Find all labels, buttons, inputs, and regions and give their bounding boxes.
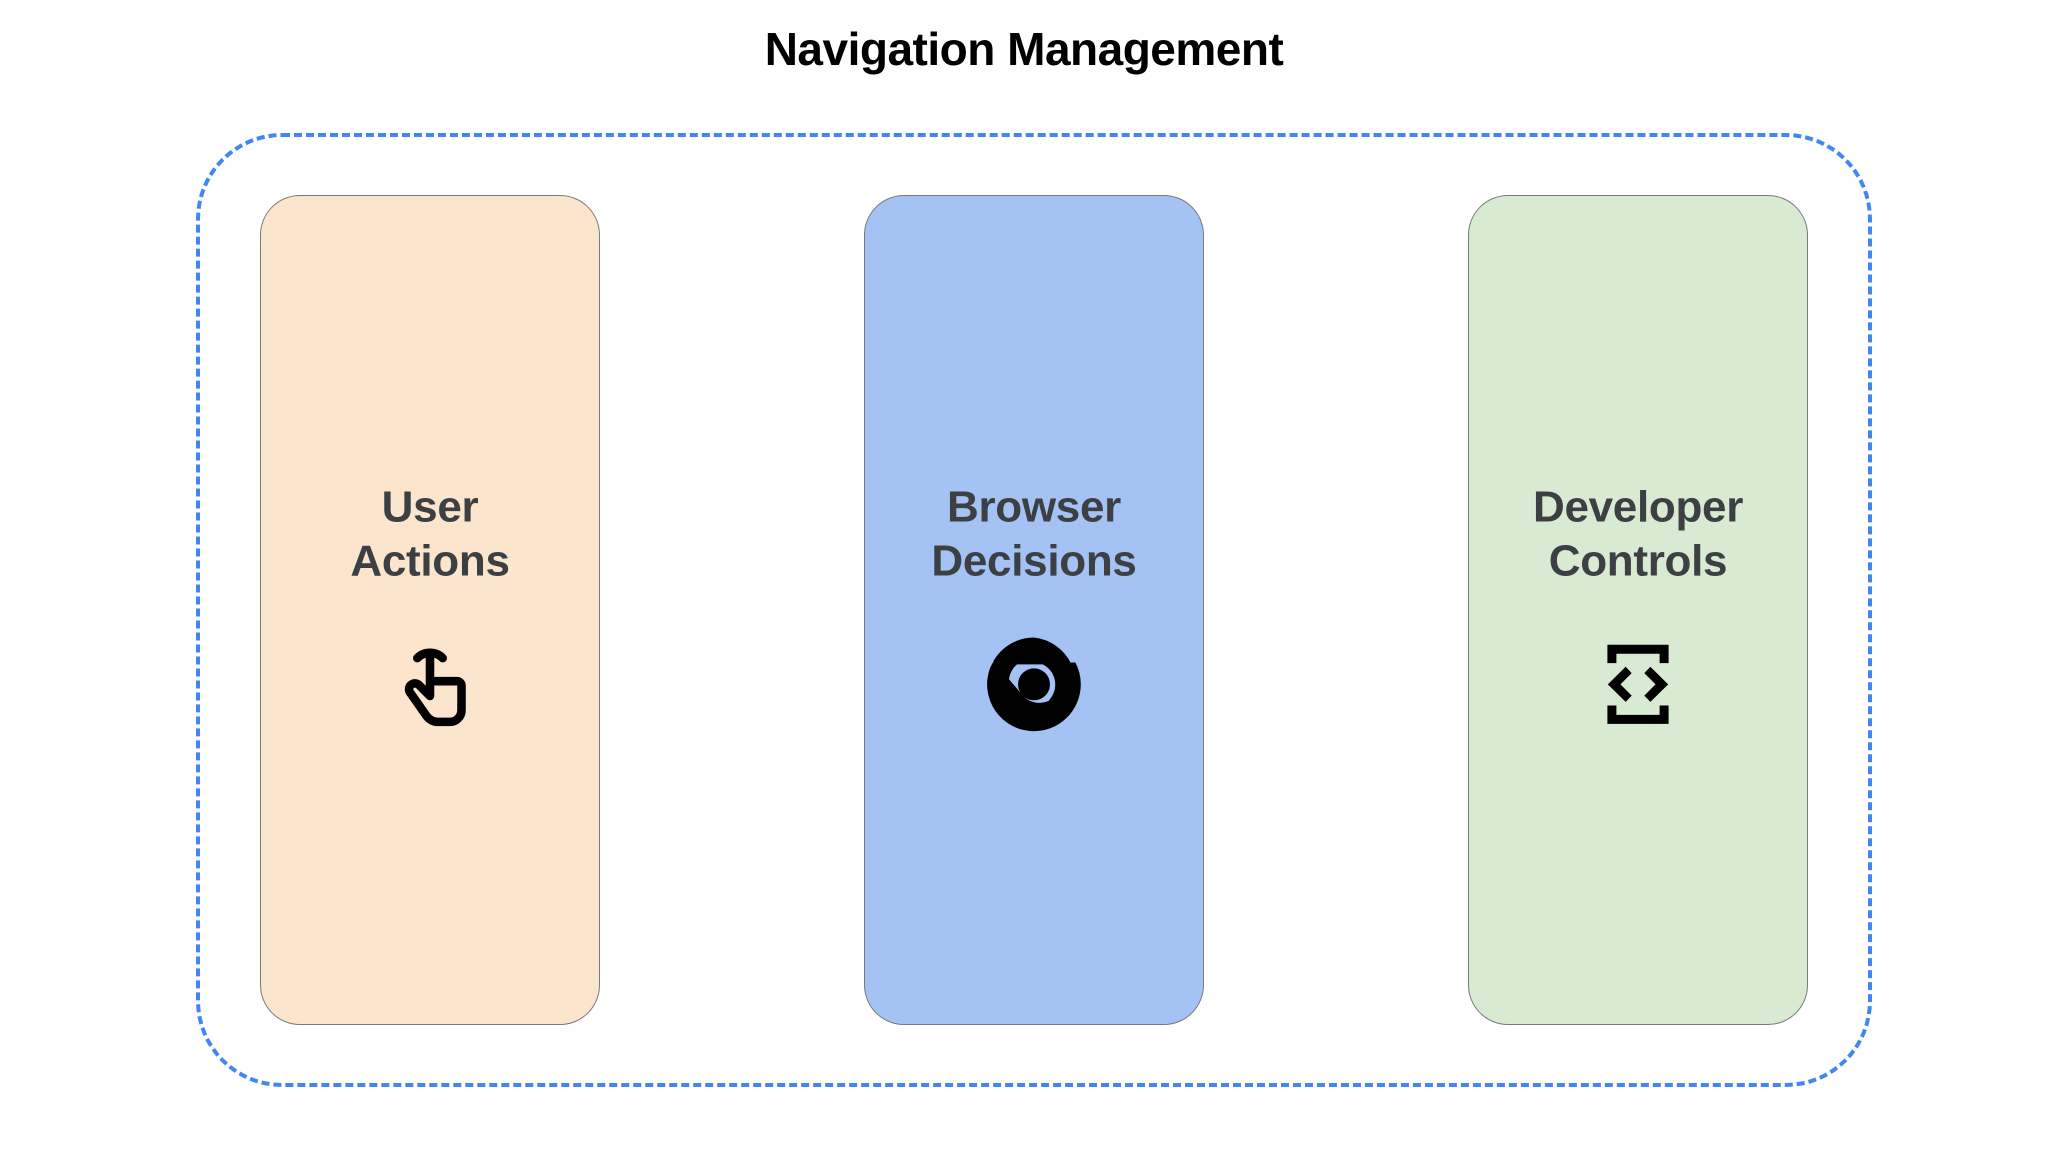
page-title: Navigation Management xyxy=(764,23,1284,75)
chrome-logo-icon xyxy=(979,630,1089,740)
card-label-browser-decisions: Browser Decisions xyxy=(931,482,1137,585)
dashed-group-boundary xyxy=(196,133,1872,1087)
card-content: Developer Controls xyxy=(1469,480,1807,739)
card-label-developer-controls: Developer Controls xyxy=(1532,482,1744,585)
touch-app-icon xyxy=(375,630,485,740)
card-content: Browser Decisions xyxy=(865,480,1203,739)
card-developer-controls[interactable]: Developer Controls xyxy=(1468,195,1808,1025)
cards-row: User Actions Browser Decisions xyxy=(196,133,1872,1087)
card-browser-decisions[interactable]: Browser Decisions xyxy=(864,195,1204,1025)
card-content: User Actions xyxy=(261,480,599,739)
developer-mode-icon xyxy=(1583,630,1693,740)
card-label-user-actions: User Actions xyxy=(350,482,510,585)
card-user-actions[interactable]: User Actions xyxy=(260,195,600,1025)
